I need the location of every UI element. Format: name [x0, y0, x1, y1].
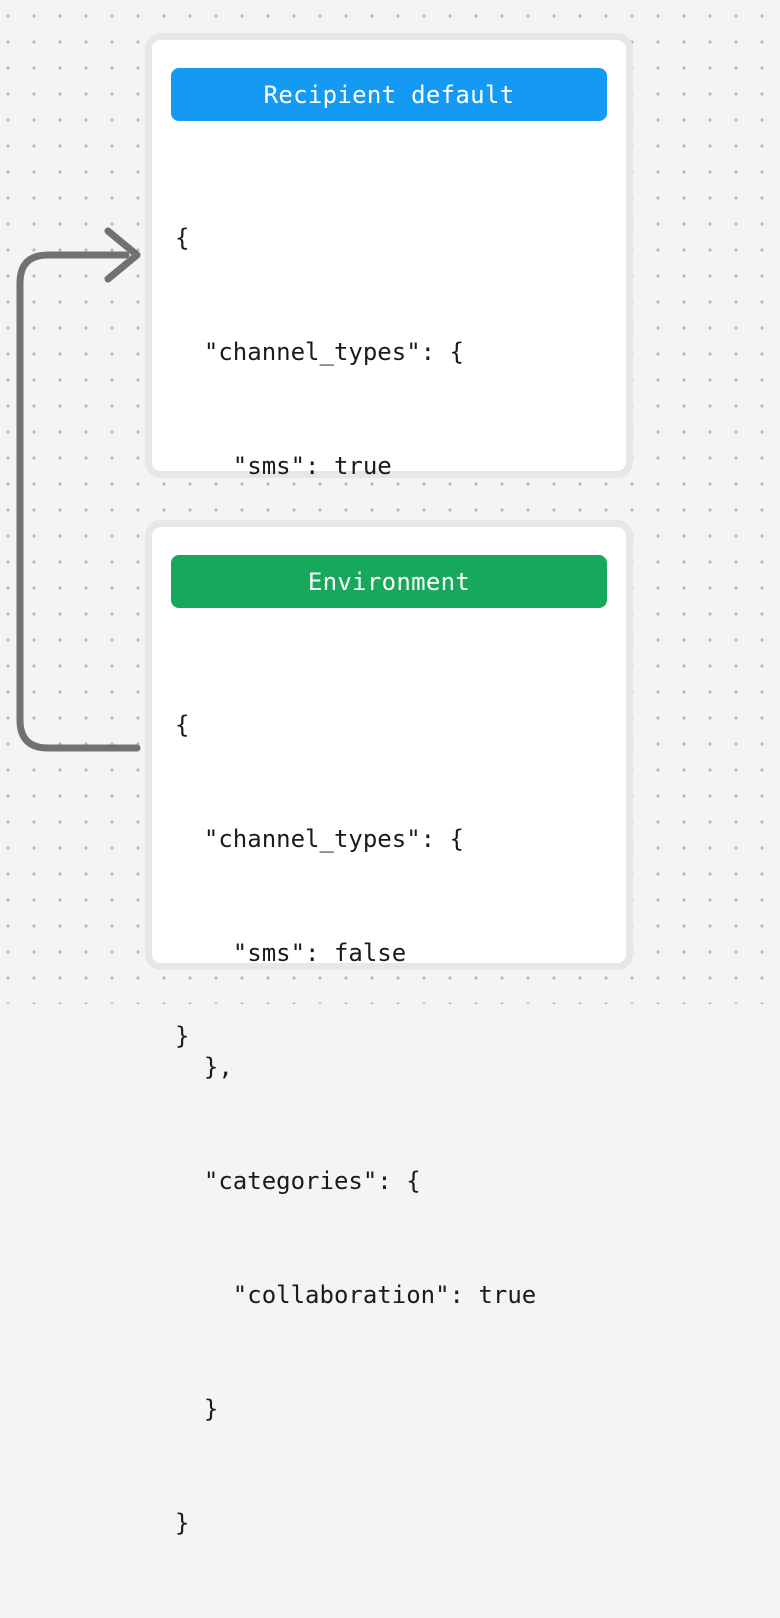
code-line: "collaboration": true	[175, 1281, 537, 1309]
code-line: }	[175, 1395, 219, 1423]
code-line: {	[175, 224, 190, 252]
environment-code-block: { "channel_types": { "sms": false }, "ca…	[175, 630, 607, 1618]
recipient-default-card: Recipient default { "channel_types": { "…	[145, 33, 633, 1050]
environment-header-badge: Environment	[171, 555, 607, 608]
recipient-default-title: Recipient default	[263, 80, 515, 109]
code-line: }	[175, 1509, 190, 1537]
code-line: "sms": true	[175, 452, 392, 480]
environment-card: Environment { "channel_types": { "sms": …	[145, 520, 633, 1537]
code-line: "categories": {	[175, 1167, 421, 1195]
flow-arrow-shaft	[16, 251, 141, 752]
code-line: "channel_types": {	[175, 338, 464, 366]
code-line: "channel_types": {	[175, 825, 464, 853]
code-line: "sms": false	[175, 939, 407, 967]
code-line: },	[175, 1053, 233, 1081]
code-line: {	[175, 711, 190, 739]
flow-arrow-head-icon	[104, 227, 141, 283]
recipient-default-header-badge: Recipient default	[171, 68, 607, 121]
environment-title: Environment	[307, 567, 471, 596]
diagram-canvas: Recipient default { "channel_types": { "…	[0, 0, 780, 1537]
